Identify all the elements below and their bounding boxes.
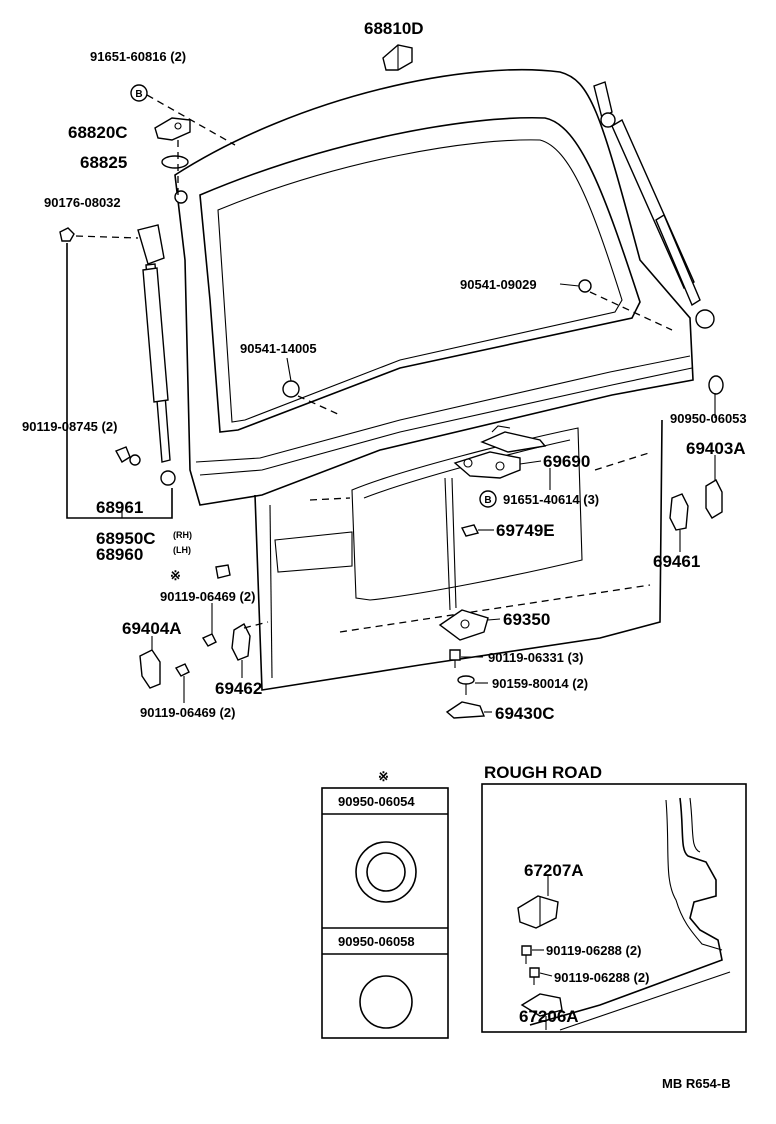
asterisk-mark: ※ xyxy=(170,568,181,583)
left-damper-stay-shape xyxy=(137,224,176,486)
bolt-90119-06331-shape xyxy=(449,649,461,668)
bolt-90119-06469b-shape xyxy=(174,663,190,677)
label-68961: 68961 xyxy=(96,498,143,517)
label-69404A: 69404A xyxy=(122,619,182,638)
label-69430C: 69430C xyxy=(495,704,555,723)
label-69403A: 69403A xyxy=(686,439,746,458)
clip-69749E-shape xyxy=(460,524,480,537)
label-90119-06288-b: 90119-06288 (2) xyxy=(554,970,649,985)
grommet-plug xyxy=(359,975,413,1029)
cover-69430C-shape xyxy=(445,701,486,719)
label-90541-09029: 90541-09029 xyxy=(460,277,537,292)
bolt-b-top: B xyxy=(130,84,148,102)
bolt-90119-06469-shape xyxy=(201,633,217,647)
bumper-69404A-shape xyxy=(139,649,161,689)
label-69350: 69350 xyxy=(503,610,550,629)
label-90119-08745: 90119-08745 (2) xyxy=(22,419,117,434)
label-91651-40614: 91651-40614 (3) xyxy=(503,492,599,507)
hinge-68820C-shape xyxy=(154,117,191,141)
grommet-inset: ※ 90950-06054 90950-06058 xyxy=(321,769,449,1039)
label-90119-06469-a: 90119-06469 (2) xyxy=(160,589,255,604)
label-90119-06331: 90119-06331 (3) xyxy=(488,650,583,665)
bolt-90119-08745-shape xyxy=(115,446,141,466)
screw-90159-80014-shape xyxy=(457,675,475,695)
label-68950C: 68950C xyxy=(96,529,156,548)
label-90950-06053: 90950-06053 xyxy=(670,411,747,426)
bolt-b-lock: B xyxy=(479,490,497,508)
stopper-90541-14005-shape xyxy=(282,380,300,398)
label-90119-06288-a: 90119-06288 (2) xyxy=(546,943,641,958)
stopper-90541-09029-shape xyxy=(578,279,592,293)
grommet-asterisk-shape xyxy=(215,564,231,579)
inset-asterisk: ※ xyxy=(378,769,389,784)
label-90119-06469-b: 90119-06469 (2) xyxy=(140,705,235,720)
bumper-69403A-shape xyxy=(705,479,723,519)
inset-label-90950-06054: 90950-06054 xyxy=(338,794,415,809)
label-68825: 68825 xyxy=(80,153,127,172)
label-rh: (RH) xyxy=(173,530,192,540)
label-67206A: 67206A xyxy=(519,1007,579,1026)
label-91651-60816: 91651-60816 (2) xyxy=(90,49,186,64)
label-68820C: 68820C xyxy=(68,123,128,142)
bolt-b-mark: B xyxy=(484,495,491,506)
striker-69350-shape xyxy=(438,609,489,641)
bumper-69461-shape xyxy=(669,493,689,531)
seal-68825-shape xyxy=(161,155,189,169)
label-69690: 69690 xyxy=(543,452,590,471)
part-labels: 68810D 91651-60816 (2) 68820C 68825 9017… xyxy=(22,19,747,723)
bumper-90176-shape xyxy=(174,190,188,204)
diagram-code: MB R654-B xyxy=(662,1076,731,1091)
label-90159-80014: 90159-80014 (2) xyxy=(492,676,588,691)
right-damper-stay-shape xyxy=(593,81,715,329)
rough-road-inset: ROUGH ROAD 67207A 90119-06288 (2) 90119-… xyxy=(481,763,747,1033)
grommet-90950-06053-shape xyxy=(708,375,724,395)
inset-label-90950-06058: 90950-06058 xyxy=(338,934,415,949)
nut-left-top xyxy=(59,227,75,242)
lock-69690-shape xyxy=(453,425,547,479)
back-door-panel xyxy=(174,68,694,691)
label-90176-08032: 90176-08032 xyxy=(44,195,121,210)
grommet-ring-inner xyxy=(366,852,406,892)
label-90541-14005: 90541-14005 xyxy=(240,341,317,356)
label-68960: 68960 xyxy=(96,545,143,564)
hinge-68810D-shape xyxy=(382,44,413,71)
label-69749E: 69749E xyxy=(496,521,555,540)
label-lh: (LH) xyxy=(173,545,191,555)
grommet-ring-outer xyxy=(355,841,417,903)
label-68810D: 68810D xyxy=(364,19,424,38)
label-69461: 69461 xyxy=(653,552,700,571)
label-67207A: 67207A xyxy=(524,861,584,880)
rough-road-title: ROUGH ROAD xyxy=(484,763,602,782)
label-69462: 69462 xyxy=(215,679,262,698)
bumper-69462-shape xyxy=(231,623,251,661)
bolt-b-mark: B xyxy=(135,89,142,100)
